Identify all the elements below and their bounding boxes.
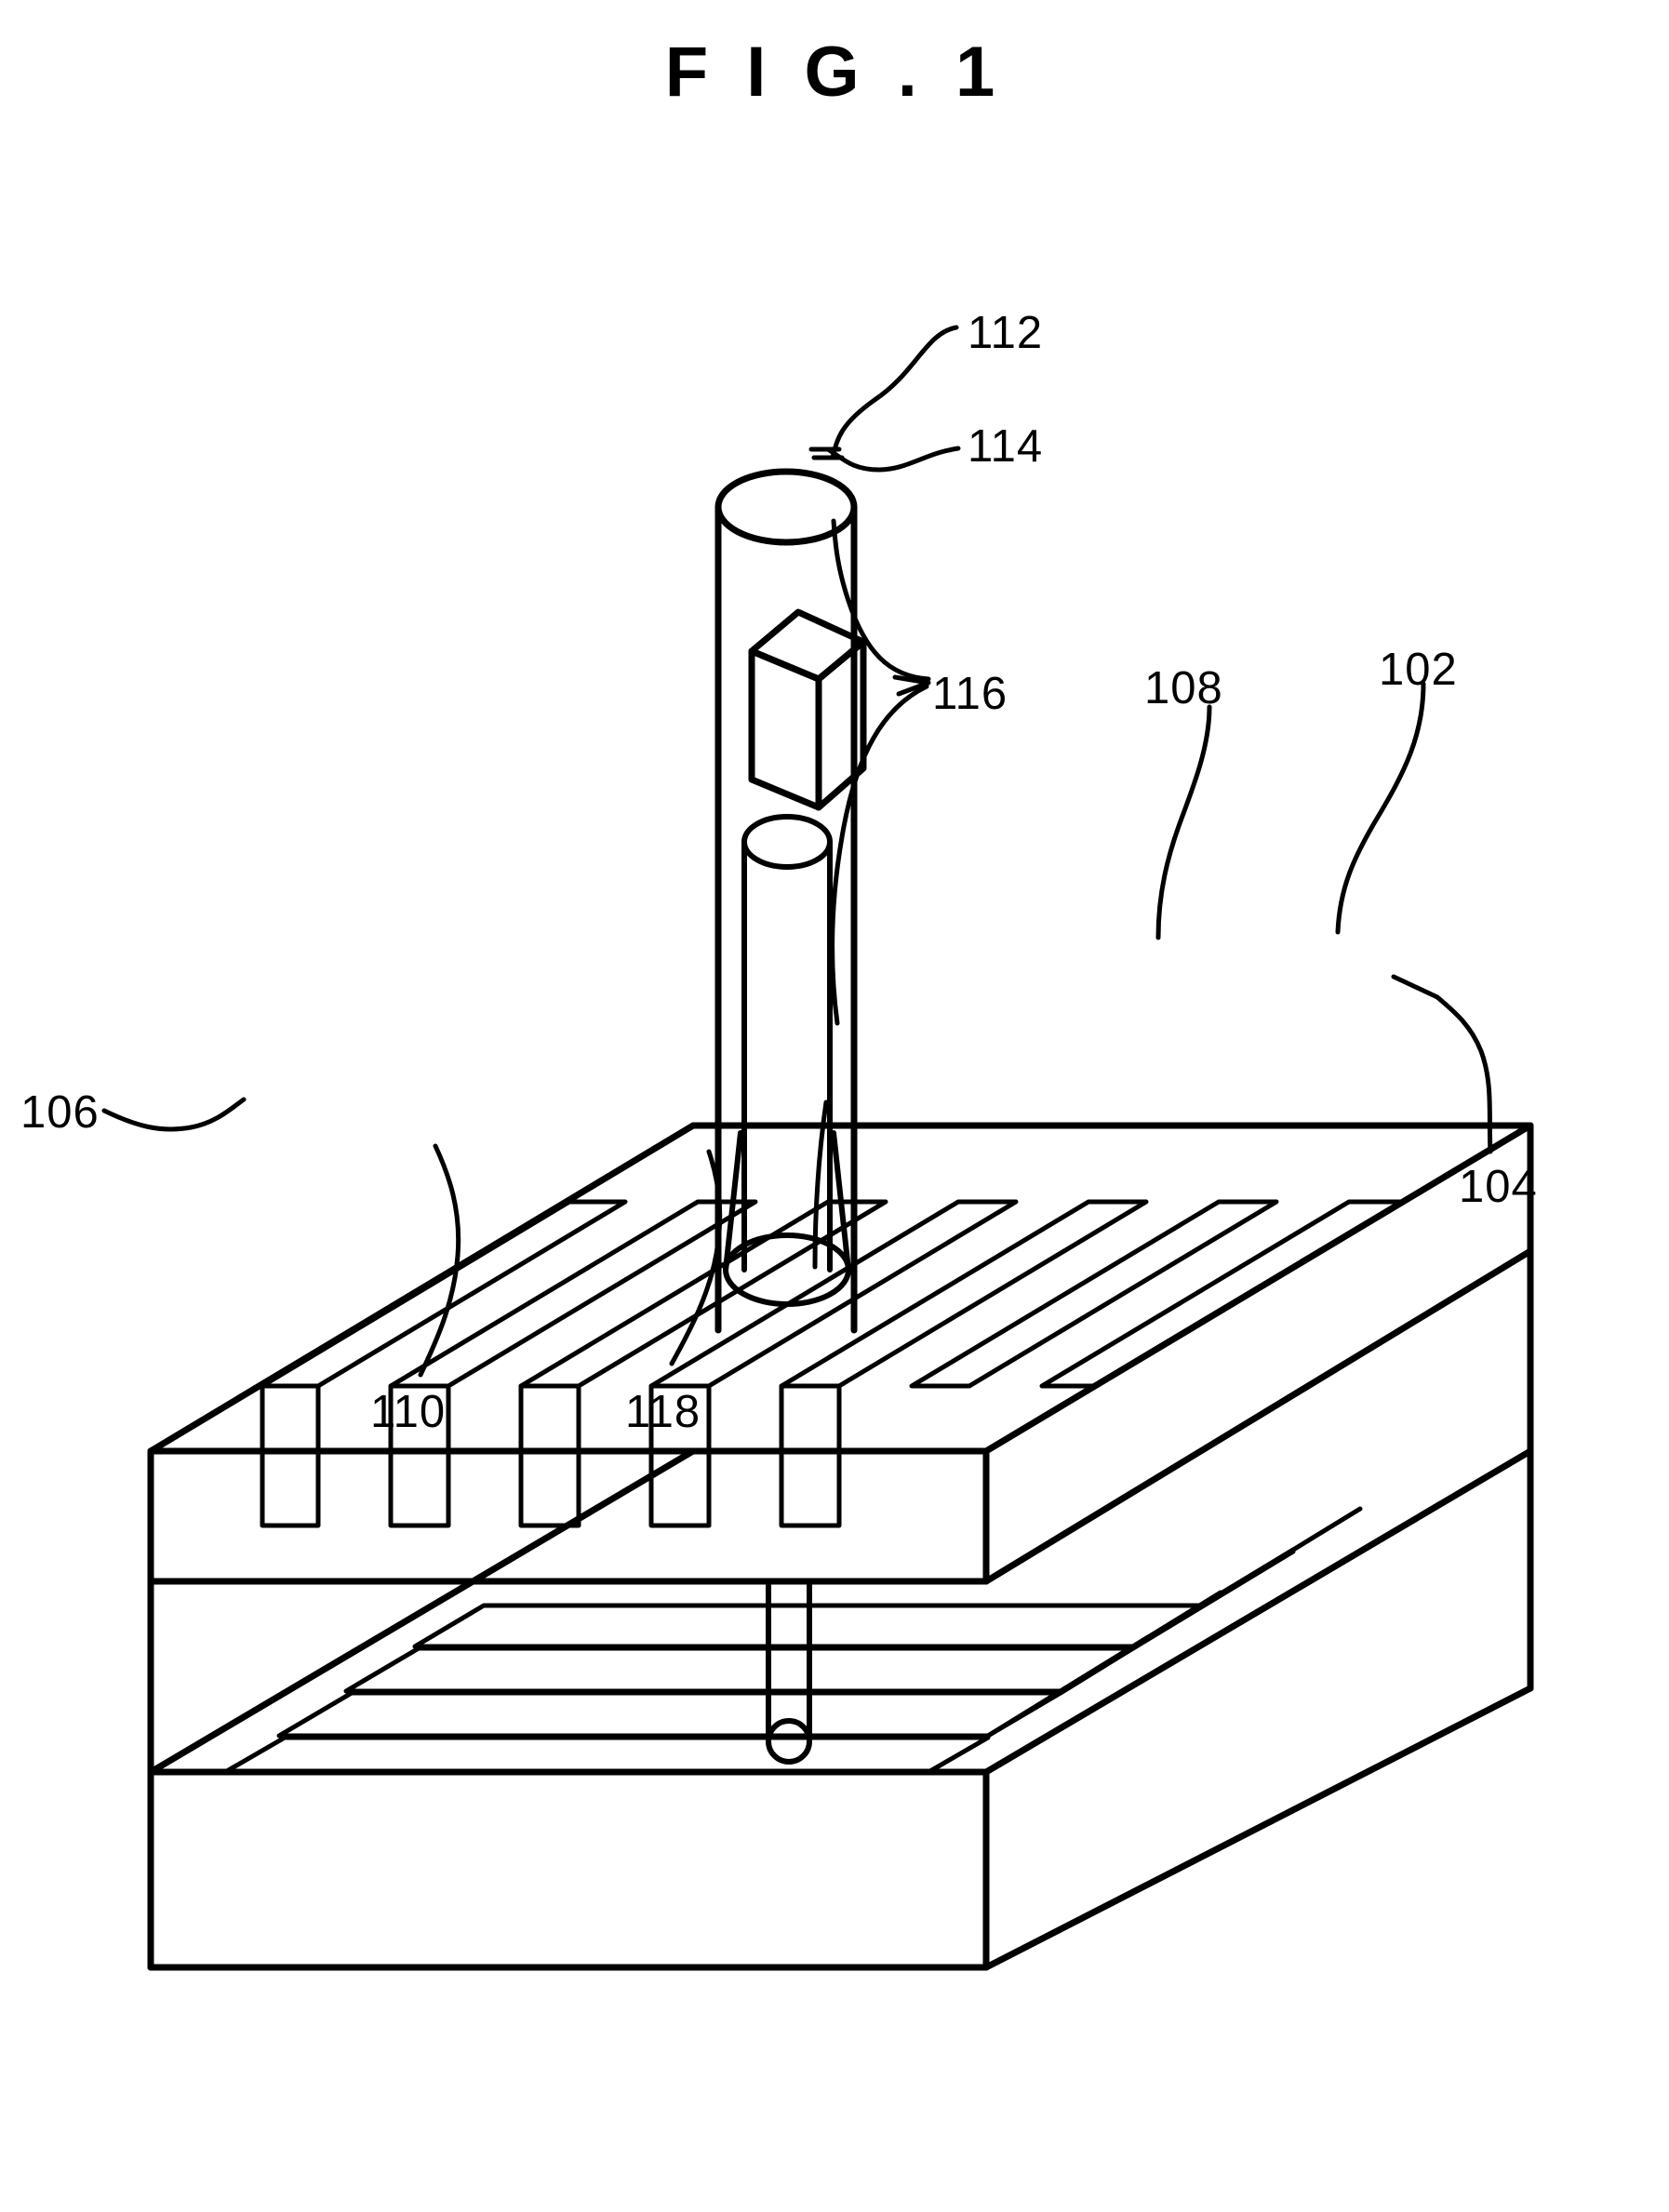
leader-112 xyxy=(830,325,959,460)
ref-label-106: 106 xyxy=(20,1087,100,1138)
ref-label-110: 110 xyxy=(370,1387,447,1437)
leader-114 xyxy=(825,446,961,473)
ref-label-102: 102 xyxy=(1379,645,1458,695)
lower-plate-right-stripes xyxy=(985,1506,1363,1739)
ref-label-116: 116 xyxy=(932,669,1008,719)
lower-plate-top-face xyxy=(211,1603,1205,1772)
leader-arrowhead-116 xyxy=(892,674,931,697)
leader-lines xyxy=(101,325,1493,1378)
leader-116a xyxy=(831,518,931,682)
leader-102 xyxy=(1335,681,1426,935)
ref-label-104: 104 xyxy=(1459,1162,1538,1212)
cylinder-cone-skirt xyxy=(723,1130,851,1273)
ref-label-114: 114 xyxy=(968,421,1044,472)
leader-tick-104 xyxy=(1391,974,1440,1000)
upper-plate-front-slots xyxy=(260,1383,842,1528)
lower-plate-outline xyxy=(147,1447,1534,1971)
figure-title: F I G . 1 xyxy=(664,33,1005,112)
leader-118 xyxy=(669,1149,723,1366)
leader-106 xyxy=(101,1097,247,1132)
leader-116b xyxy=(830,684,929,1026)
ref-label-108: 108 xyxy=(1144,663,1223,713)
rectangular-block-element xyxy=(748,608,867,811)
upper-plate-outline xyxy=(147,1122,1534,1585)
ref-label-112: 112 xyxy=(968,308,1044,358)
lower-pin xyxy=(766,1579,812,1765)
inner-cylinder-bore xyxy=(723,814,851,1307)
ref-label-118: 118 xyxy=(625,1387,701,1437)
leader-110 xyxy=(418,1143,461,1378)
cylinder-taper-line xyxy=(812,1099,829,1270)
leader-104 xyxy=(1435,994,1493,1154)
leader-108 xyxy=(1155,704,1212,940)
